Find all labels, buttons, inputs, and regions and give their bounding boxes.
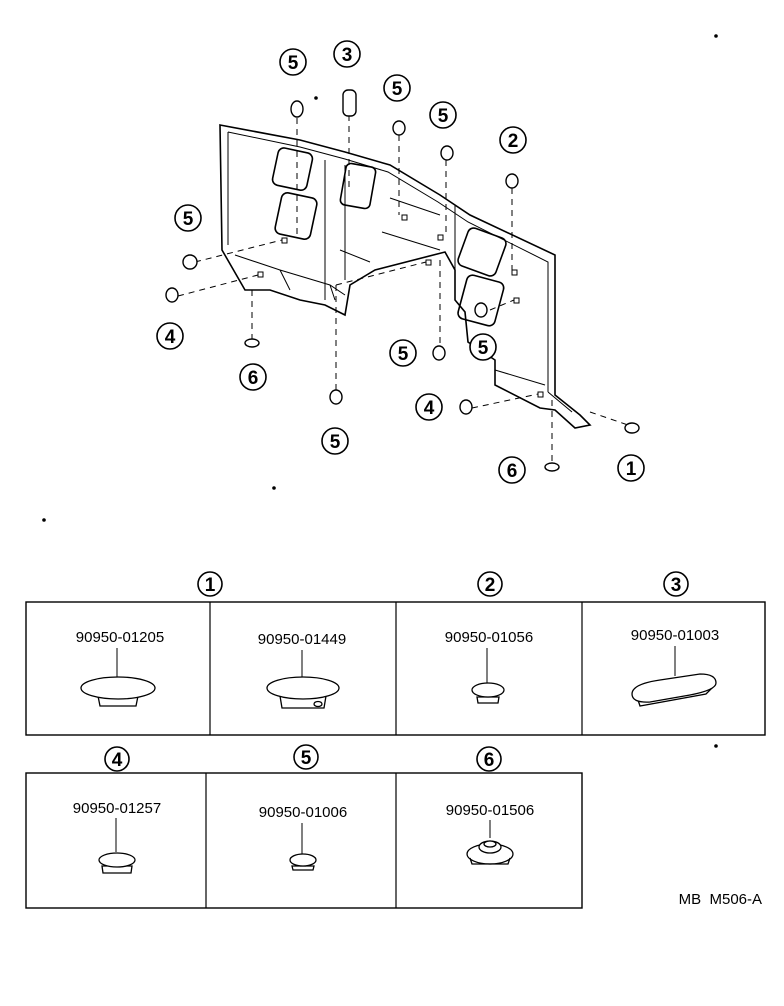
svg-text:5: 5 [288,53,299,74]
callout-4: 4 [415,393,443,421]
svg-text:5: 5 [438,106,449,127]
part-number: 90950-01006 [259,804,347,821]
legend-table: 1 2 3 4 5 6 90950-01205 90950-01449 9095… [25,571,766,909]
plug-5 [474,302,488,318]
callout-4: 4 [156,322,184,350]
exploded-view [42,34,718,748]
panel-cutout [457,227,507,277]
svg-text:4: 4 [165,327,176,348]
legend-callout-6: 6 [476,746,502,772]
callout-5: 5 [429,101,457,129]
plug-4 [165,287,179,303]
plug-5 [440,145,454,161]
callout-5: 5 [469,333,497,361]
svg-text:5: 5 [330,432,341,453]
panel-inner-outline [227,131,549,392]
legend-callout-4: 4 [104,746,130,772]
callouts: 5 3 5 5 2 5 4 6 5 5 5 4 6 1 [156,40,645,484]
part-illustrations [80,646,717,874]
part-number: 90950-01205 [76,629,164,646]
callout-2: 2 [499,126,527,154]
exploded-plugs [165,89,640,472]
plug-5 [290,100,304,118]
panel-cutout [457,274,505,327]
plug-illustration-01449 [266,650,340,709]
callout-6: 6 [239,363,267,391]
plug-illustration-01003 [631,646,717,707]
callout-5: 5 [321,427,349,455]
svg-text:5: 5 [478,338,489,359]
legend-row-2 [25,772,583,909]
plug-2 [505,173,519,189]
svg-text:1: 1 [205,575,216,596]
plug-5 [392,120,406,136]
callout-5: 5 [174,204,202,232]
plug-illustration-01006 [289,823,317,871]
callout-1: 1 [617,454,645,482]
plug-4 [459,399,473,415]
callout-5: 5 [383,74,411,102]
svg-text:1: 1 [626,459,637,480]
diagram-reference-code: MB M506-A [679,891,762,908]
plug-3 [342,89,357,117]
plug-1 [624,422,640,434]
svg-text:4: 4 [112,750,123,771]
svg-text:3: 3 [342,45,353,66]
plug-6 [544,462,560,472]
panel-cutout [271,147,314,192]
plug-illustration-01257 [98,818,136,874]
leader-lines [177,115,629,462]
svg-text:2: 2 [485,575,496,596]
callout-6: 6 [498,456,526,484]
plug-illustration-01056 [471,648,505,704]
panel-cutout [339,162,377,210]
callout-3: 3 [333,40,361,68]
callout-5: 5 [389,339,417,367]
legend-callout-1: 1 [197,571,223,597]
plug-5 [329,389,343,405]
svg-text:3: 3 [671,575,682,596]
legend-callout-5: 5 [293,744,319,770]
svg-text:5: 5 [301,748,312,769]
part-number: 90950-01056 [445,629,533,646]
plug-illustration-01205 [80,648,156,707]
svg-text:5: 5 [183,209,194,230]
plug-5 [432,345,446,361]
svg-text:5: 5 [398,344,409,365]
part-number: 90950-01003 [631,627,719,644]
grommet-illustration-01506 [466,820,514,865]
part-number: 90950-01257 [73,800,161,817]
svg-text:2: 2 [508,131,519,152]
legend-callout-3: 3 [663,571,689,597]
part-number: 90950-01506 [446,802,534,819]
callout-5: 5 [279,48,307,76]
svg-text:4: 4 [424,398,435,419]
svg-text:6: 6 [507,461,518,482]
svg-text:6: 6 [248,368,259,389]
panel-outline [219,124,592,429]
plug-5 [182,254,198,270]
plug-6 [244,338,260,348]
panel-cutout [274,192,318,240]
svg-text:6: 6 [484,750,495,771]
svg-text:5: 5 [392,79,403,100]
part-number: 90950-01449 [258,631,346,648]
legend-callout-2: 2 [477,571,503,597]
